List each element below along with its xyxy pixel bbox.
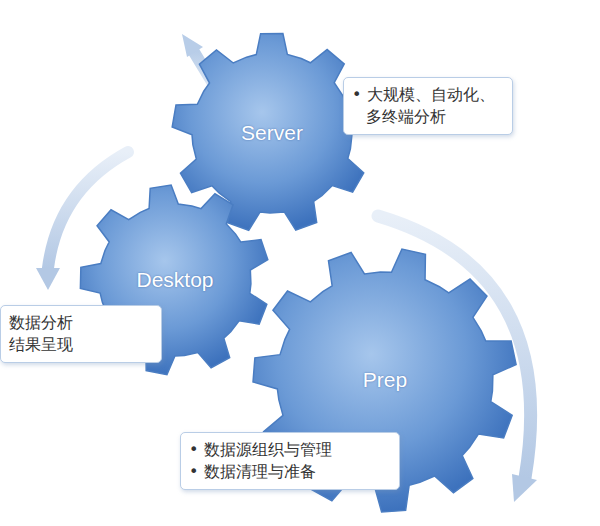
arrow-head [182,34,203,57]
callout-text: • 数据清理与准备 [189,461,389,483]
callout-text: • 数据源组织与管理 [189,439,389,461]
callout-text: 数据分析 结果呈现 [9,312,89,355]
callout-box: 数据分析 结果呈现 [0,305,162,363]
gear-body [172,34,372,231]
arrow-head [512,474,537,502]
gear-shape: Server [172,33,372,233]
callout-box: • 大规模、自动化、 多终端分析 [343,77,513,135]
gear-label: Desktop [136,268,213,292]
arrow-head [36,268,60,290]
gear-label: Server [241,121,303,145]
callout-box: • 数据源组织与管理• 数据清理与准备 [180,432,400,490]
gear-label: Prep [363,368,407,392]
callout-text: • 大规模、自动化、 多终端分析 [352,84,500,127]
